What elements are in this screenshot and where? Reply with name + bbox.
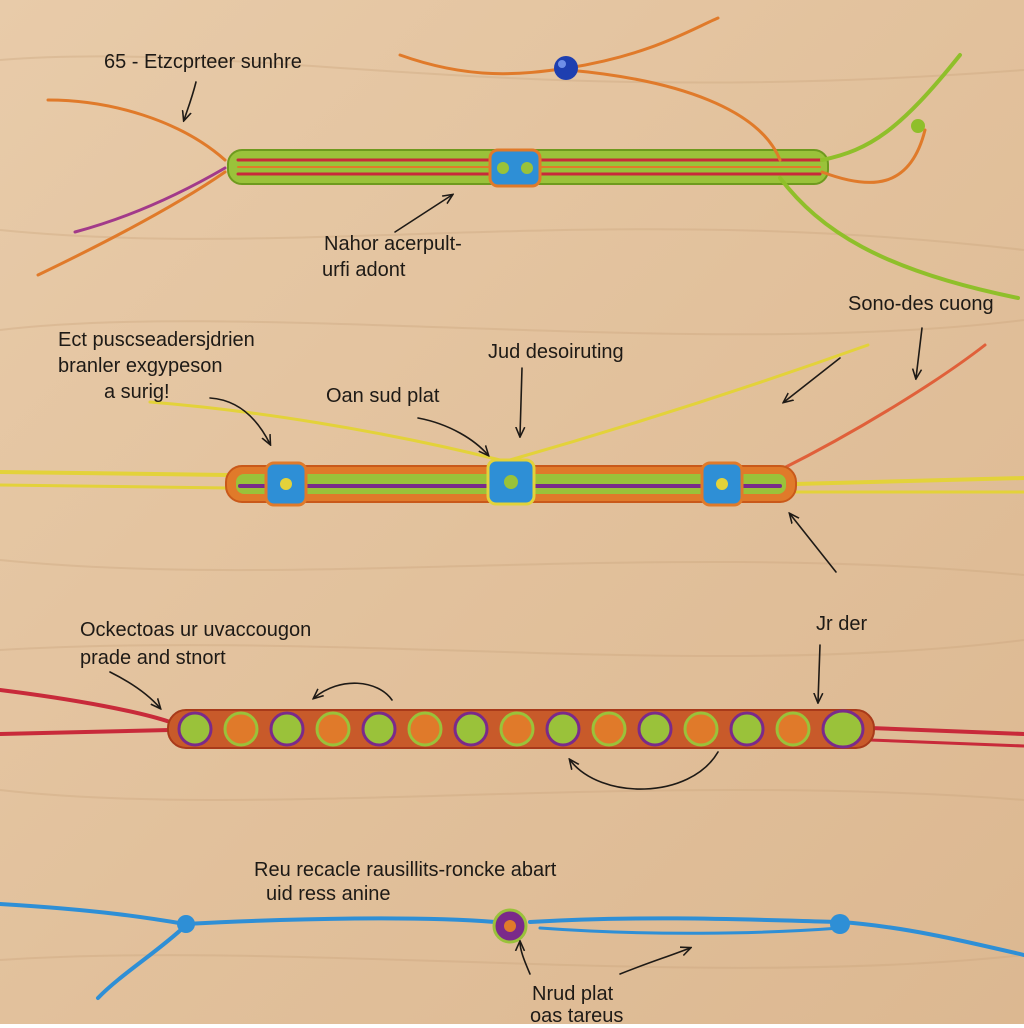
wood-grain — [0, 55, 1024, 969]
bracelet-2 — [0, 343, 1024, 507]
bracelet-1 — [36, 16, 1020, 300]
label-6: Oan sud plat — [326, 385, 440, 407]
label-3: Sono-des cuong — [848, 293, 994, 315]
label-10-line2: oas tareus — [530, 1005, 624, 1027]
bracelet-3 — [0, 688, 1024, 749]
bracelet-1-center-knot — [488, 148, 542, 188]
bracelet-1-cord-orange-left — [46, 98, 227, 162]
label-4-line2: branler exgypeson — [58, 355, 223, 377]
label-10-line1: Nrud plat — [532, 983, 614, 1005]
label-4-line3: a surig! — [104, 381, 170, 403]
bracelet-3-knots — [177, 709, 865, 749]
blue-bead — [554, 56, 578, 80]
bracelet-4 — [0, 902, 1024, 1000]
bracelet-4-knot-left — [177, 915, 195, 933]
label-7-line2: prade and stnort — [80, 647, 226, 669]
label-5: Jud desoiruting — [488, 341, 624, 363]
label-9-line1: Reu recacle rausillits-roncke abart — [254, 859, 557, 881]
label-2-line1: Nahor acerpult- — [324, 233, 462, 255]
label-4-line1: Ect puscseadersjdrien — [58, 329, 255, 351]
bracelet-4-knot-right — [830, 914, 850, 934]
label-1: 65 - Etzcprteer sunhre — [104, 51, 302, 73]
bracelet-1-cord-orange-left2 — [36, 170, 227, 277]
label-9-line2: uid ress anine — [266, 883, 391, 905]
label-7-line1: Ockectoas ur uvaccougon — [80, 619, 312, 641]
annotation-arrows — [109, 81, 923, 975]
bracelet-1-cord-purple-left — [73, 166, 227, 234]
label-8: Jr der — [816, 613, 868, 635]
label-2-line2: urfi adont — [322, 259, 406, 281]
